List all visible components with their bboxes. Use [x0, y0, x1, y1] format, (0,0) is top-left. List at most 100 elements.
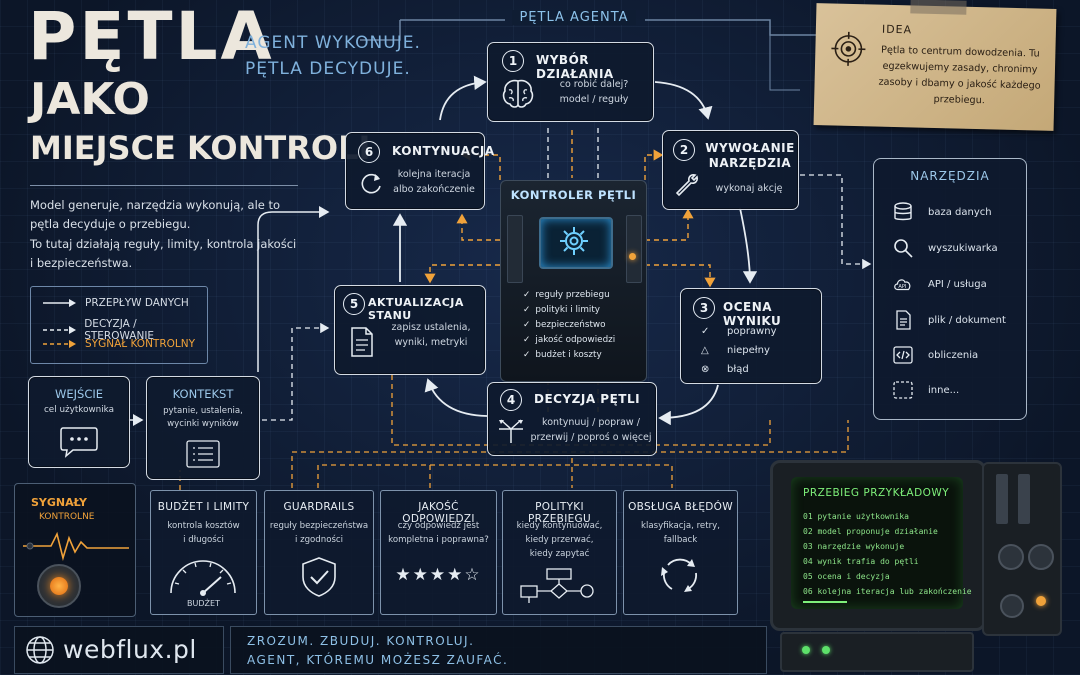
- control-guardrails-sub-1: reguły bezpieczeństwa: [269, 521, 369, 531]
- step-4-sub-1: kontynuuj / popraw /: [542, 417, 640, 428]
- control-budget-sub-2: i długości: [183, 535, 224, 545]
- star-rating: ★★★★☆: [381, 565, 496, 585]
- sample-run-terminal: PRZEBIEG PRZYKŁADOWY 01 pytanie użytkown…: [770, 460, 986, 631]
- step-1-subtext: co robić dalej? model / reguły: [540, 77, 648, 107]
- step-6-subtext: kolejna iteracja albo zakończenie: [386, 167, 482, 197]
- shield-icon: [302, 557, 336, 597]
- tool-compute: obliczenia: [892, 344, 978, 366]
- footer-slogan: ZROZUM. ZBUDUJ. KONTROLUJ. AGENT, KTÓREM…: [230, 626, 767, 674]
- code-icon: [892, 344, 914, 366]
- step-6-title: KONTYNUACJA: [392, 144, 495, 158]
- intro-paragraph-1: Model generuje, narzędzia wykonują, ale …: [30, 198, 281, 231]
- title-line-3: MIEJSCE KONTROLI: [30, 129, 371, 167]
- controller-item: ✓reguły przebiegu: [523, 288, 615, 303]
- input-box: WEJŚCIE cel użytkownika: [28, 376, 130, 468]
- flowchart-icon: [520, 568, 594, 603]
- sample-run-line: 04 wynik trafia do pętli: [803, 557, 919, 566]
- control-quality-title: JAKOŚĆ ODPOWIEDZI: [402, 501, 475, 525]
- legend-control-signal: SYGNAŁ KONTROLNY: [43, 338, 195, 350]
- star-filled-icon: ★: [447, 565, 465, 585]
- green-led-icon: [822, 646, 830, 654]
- wrench-icon: [675, 174, 698, 197]
- controller-screen: [539, 217, 613, 269]
- terminal-screen: PRZEBIEG PRZYKŁADOWY 01 pytanie użytkown…: [791, 477, 972, 609]
- control-guardrails-title: GUARDRAILS: [283, 501, 355, 513]
- brain-icon: [502, 79, 534, 108]
- loop-controller: KONTROLER PĘTLI ✓reguły przebiegu ✓polit…: [500, 180, 647, 382]
- controller-item: ✓ jakość odpowiedzi: [523, 333, 615, 348]
- input-title: WEJŚCIE: [54, 387, 104, 401]
- tool-file: plik / dokument: [892, 309, 1006, 331]
- control-errors-sub-1: klasyfikacja, retry,: [641, 521, 720, 531]
- orange-dashed-arrow-icon: [43, 340, 76, 348]
- cloud-api-icon: API: [892, 273, 914, 295]
- sample-run-line: 03 narzędzie wykonuje: [803, 542, 905, 551]
- magnifier-icon: [892, 237, 914, 259]
- tape: [910, 0, 967, 15]
- option-error-label: błąd: [727, 364, 749, 375]
- step-6-box: 6 KONTYNUACJA kolejna iteracja albo zako…: [345, 132, 494, 210]
- step-6-sub-1: kolejna iteracja: [397, 169, 471, 180]
- check-icon: ✓: [523, 335, 531, 345]
- tagline: AGENT WYKONUJE. PĘTLA DECYDUJE.: [245, 30, 421, 82]
- step-5-box: 5 AKTUALIZACJA STANU zapisz ustalenia, w…: [334, 285, 486, 375]
- idea-text: Pętla to centrum dowodzenia. Tu egzekwuj…: [878, 44, 1041, 107]
- context-title: KONTEKST: [172, 387, 234, 401]
- orange-led-icon: [1036, 596, 1046, 606]
- step-4-number: 4: [500, 389, 522, 411]
- intro-paragraph-2: To tutaj działają reguły, limity, kontro…: [30, 237, 297, 270]
- controller-item-label: jakość odpowiedzi: [535, 335, 616, 345]
- control-guardrails-subtext: reguły bezpieczeństwa i zgodności: [265, 519, 373, 547]
- tool-other: inne...: [892, 379, 959, 401]
- orange-lamp-icon: [50, 577, 68, 595]
- step-2-title-1: WYWOŁANIE: [705, 141, 795, 155]
- logo-text: webflux.pl: [63, 635, 197, 664]
- intro-text: Model generuje, narzędzia wykonują, ale …: [30, 196, 300, 272]
- control-policies-title: POLITYKI PRZEBIEGU: [528, 501, 591, 525]
- context-box: KONTEKST pytanie, ustalenia, wycinki wyn…: [146, 376, 260, 480]
- target-icon: [831, 31, 866, 66]
- tool-other-label: inne...: [928, 384, 960, 396]
- control-policies: POLITYKI PRZEBIEGU kiedy kontynuować, ki…: [502, 490, 617, 615]
- control-quality-sub-2: kompletna i poprawna?: [388, 535, 489, 545]
- refresh-icon: [361, 173, 381, 194]
- sample-run-line: 02 model proponuje działanie: [803, 527, 938, 536]
- control-errors-title: OBSŁUGA BŁĘDÓW: [628, 501, 733, 513]
- globe-icon: [26, 636, 54, 664]
- step-5-sub-2: wyniki, metryki: [394, 337, 468, 348]
- document-icon: [351, 327, 373, 357]
- legend-control-signal-label: SYGNAŁ KONTROLNY: [85, 338, 196, 350]
- tool-database-label: baza danych: [928, 206, 992, 218]
- step-6-sub-2: albo zakończenie: [393, 184, 475, 195]
- progress-cursor: [803, 601, 847, 603]
- loop-label: PĘTLA AGENTA: [512, 10, 636, 25]
- step-5-title: AKTUALIZACJA STANU: [368, 296, 464, 322]
- check-icon: ✓: [523, 305, 531, 315]
- legend-data-flow-label: PRZEPŁYW DANYCH: [85, 297, 189, 309]
- star-empty-icon: ☆: [464, 565, 482, 585]
- step-4-subtext: kontynuuj / popraw / przerwij / poproś o…: [528, 415, 654, 445]
- control-panel-hardware: [982, 462, 1062, 636]
- step-2-box: 2 WYWOŁANIE NARZĘDZIA wykonaj akcję: [662, 130, 799, 210]
- control-policies-sub-3: kiedy zapytać: [529, 549, 590, 559]
- tool-api: API API / usługa: [892, 273, 987, 295]
- step-2-number: 2: [673, 139, 695, 161]
- check-icon: ✓: [523, 350, 531, 360]
- solid-arrow-icon: [43, 299, 76, 307]
- controller-checklist: ✓reguły przebiegu ✓polityki i limity ✓be…: [523, 288, 615, 363]
- status-led-icon: [629, 253, 636, 260]
- svg-text:API: API: [898, 284, 906, 290]
- gauge-icon: [170, 560, 236, 596]
- control-budget: BUDŻET I LIMITY kontrola kosztów i długo…: [150, 490, 257, 615]
- context-subtext: pytanie, ustalenia, wycinki wyników: [147, 405, 259, 431]
- step-1-sub-1: co robić dalej?: [559, 79, 629, 90]
- control-budget-sub-1: kontrola kosztów: [167, 521, 240, 531]
- controller-item-label: budżet i koszty: [535, 350, 602, 360]
- step-3-title: OCENA WYNIKU: [723, 300, 782, 328]
- control-quality: JAKOŚĆ ODPOWIEDZI czy odpowiedź jest kom…: [380, 490, 497, 615]
- slider-icon: [1018, 474, 1030, 524]
- star-filled-icon: ★: [429, 565, 448, 585]
- branch-arrows-icon: [499, 419, 523, 443]
